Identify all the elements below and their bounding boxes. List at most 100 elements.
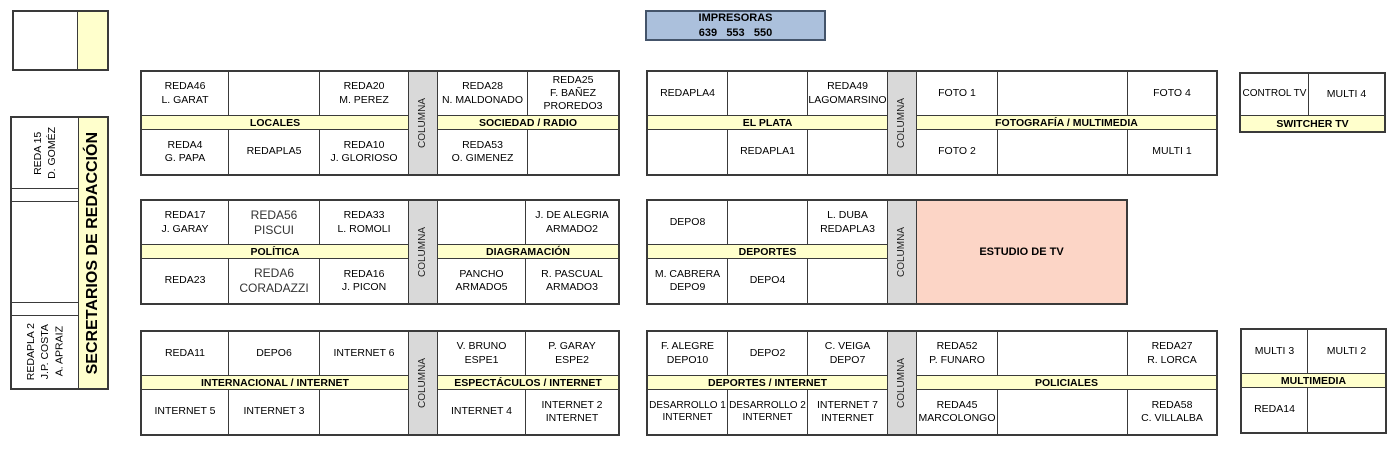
column-pillar: COLUMNA (409, 72, 437, 174)
section-sociedad-radio: REDA28 N. MALDONADO REDA25 F. BAÑEZ PROR… (438, 72, 618, 174)
desk-cell: DEPO8 (648, 201, 727, 244)
desk-cell: REDA 15 D. GOMÉZ (12, 118, 78, 188)
desk-cell: REDA49 LAGOMARSINO (808, 72, 887, 115)
column-pillar: COLUMNA (888, 332, 916, 434)
section-header-politica: POLÍTICA (142, 245, 408, 258)
desk-cell: MULTI 4 (1309, 74, 1384, 115)
desk-cell: REDA16 J. PICON (320, 259, 408, 303)
column-pillar-label: COLUMNA (896, 97, 908, 148)
desk-cell: MULTI 3 (1242, 330, 1307, 373)
group-elplata-fotografia: REDAPLA4 REDA49 LAGOMARSINO EL PLATA RED… (646, 70, 1218, 176)
desk-cell: REDA20 M. PEREZ (320, 72, 408, 115)
printers-numbers: 639 553 550 (698, 26, 773, 39)
desk-cell (1308, 388, 1385, 432)
group-deportes-estudio: DEPO8 L. DUBA REDAPLA3 DEPORTES M. CABRE… (646, 199, 1128, 305)
section-internacional-internet: REDA11 DEPO6 INTERNET 6 INTERNACIONAL / … (142, 332, 408, 434)
desk-cell: REDA6 CORADAZZI (229, 259, 319, 303)
desk-cell (438, 201, 525, 244)
section-header-diagramacion: DIAGRAMACIÓN (438, 245, 618, 258)
section-locales: REDA46 L. GARAT REDA20 M. PEREZ LOCALES … (142, 72, 408, 174)
desk-cell: REDA14 (1242, 388, 1307, 432)
desk-cell: REDA58 C. VILLALBA (1128, 390, 1216, 434)
section-deportes-internet: F. ALEGRE DEPO10 DEPO2 C. VEIGA DEPO7 DE… (648, 332, 887, 434)
desk-cell: REDA53 O. GIMENEZ (438, 130, 527, 174)
section-deportes: DEPO8 L. DUBA REDAPLA3 DEPORTES M. CABRE… (648, 201, 887, 303)
secretaries-band: SECRETARIOS DE REDACCIÓN (79, 118, 107, 388)
desk-cell: REDA56 PISCUI (229, 201, 319, 244)
column-pillar: COLUMNA (888, 72, 916, 174)
desk-cell: INTERNET 5 (142, 390, 228, 434)
desk-cell (808, 130, 887, 174)
group-locales-sociedad: REDA46 L. GARAT REDA20 M. PEREZ LOCALES … (140, 70, 620, 176)
desk-cell (12, 202, 78, 302)
desk-cell (998, 72, 1127, 115)
desk-cell: DEPO6 (229, 332, 319, 375)
desk-cell: REDA52 P. FUNARO (917, 332, 997, 375)
desk-cell: M. CABRERA DEPO9 (648, 259, 727, 303)
secretaries-sidebar: REDA 15 D. GOMÉZ REDAPLA 2 J.P. COSTA A.… (10, 116, 109, 390)
desk-cell: FOTO 4 (1128, 72, 1216, 115)
desk-cell: FOTO 1 (917, 72, 997, 115)
section-header-fotografia-multimedia: FOTOGRAFÍA / MULTIMEDIA (917, 116, 1216, 129)
desk-cell: REDAPLA 2 J.P. COSTA A. APRAIZ (12, 316, 78, 388)
section-header-multimedia: MULTIMEDIA (1242, 374, 1385, 387)
desk-cell: INTERNET 4 (438, 390, 525, 434)
desk-cell (12, 303, 78, 315)
desk-cell: REDA10 J. GLORIOSO (320, 130, 408, 174)
section-header-el-plata: EL PLATA (648, 116, 887, 129)
desk-cell (648, 130, 727, 174)
section-diagramacion: J. DE ALEGRIA ARMADO2 DIAGRAMACIÓN PANCH… (438, 201, 618, 303)
section-espectaculos-internet: V. BRUNO ESPE1 P. GARAY ESPE2 ESPECTÁCUL… (438, 332, 618, 434)
desk-cell: REDAPLA4 (648, 72, 727, 115)
column-pillar: COLUMNA (409, 201, 437, 303)
desk-cell: J. DE ALEGRIA ARMADO2 (526, 201, 618, 244)
desk-cell: REDA46 L. GARAT (142, 72, 228, 115)
desk-cell: REDA27 R. LORCA (1128, 332, 1216, 375)
column-pillar: COLUMNA (888, 201, 916, 303)
section-switcher-tv: CONTROL TV MULTI 4 SWITCHER TV (1241, 74, 1384, 131)
corner-box-white-cell (14, 12, 77, 69)
desk-cell: REDA4 G. PAPA (142, 130, 228, 174)
desk-cell: CONTROL TV (1241, 74, 1308, 115)
desk-cell: REDA45 MARCOLONGO (917, 390, 997, 434)
secretaries-band-label: SECRETARIOS DE REDACCIÓN (84, 131, 102, 375)
desk-cell (728, 72, 807, 115)
group-internacional-espectaculos: REDA11 DEPO6 INTERNET 6 INTERNACIONAL / … (140, 330, 620, 436)
desk-cell: INTERNET 2 INTERNET (526, 390, 618, 434)
desk-cell: L. DUBA REDAPLA3 (808, 201, 887, 244)
desk-cell: REDAPLA1 (728, 130, 807, 174)
column-pillar-label: COLUMNA (896, 357, 908, 408)
desk-cell (528, 130, 618, 174)
column-pillar-label: COLUMNA (417, 357, 429, 408)
desk-cell: DEPO2 (728, 332, 807, 375)
desk-cell: DESARROLLO 1 INTERNET (648, 390, 727, 434)
section-header-policiales: POLICIALES (917, 376, 1216, 389)
secretaries-desks: REDA 15 D. GOMÉZ REDAPLA 2 J.P. COSTA A.… (12, 118, 78, 388)
desk-cell (998, 390, 1127, 434)
group-multimedia: MULTI 3 MULTI 2 MULTIMEDIA REDA14 (1240, 328, 1387, 434)
desk-cell (12, 189, 78, 201)
desk-cell: INTERNET 6 (320, 332, 408, 375)
desk-cell: F. ALEGRE DEPO10 (648, 332, 727, 375)
section-header-locales: LOCALES (142, 116, 408, 129)
desk-cell: FOTO 2 (917, 130, 997, 174)
section-header-switcher-tv: SWITCHER TV (1241, 116, 1384, 131)
section-policiales: REDA52 P. FUNARO REDA27 R. LORCA POLICIA… (917, 332, 1216, 434)
desk-cell (998, 332, 1127, 375)
desk-label: REDAPLA 2 J.P. COSTA A. APRAIZ (24, 323, 66, 381)
desk-cell: C. VEIGA DEPO7 (808, 332, 887, 375)
section-el-plata: REDAPLA4 REDA49 LAGOMARSINO EL PLATA RED… (648, 72, 887, 174)
desk-cell: INTERNET 3 (229, 390, 319, 434)
desk-cell (808, 259, 887, 303)
desk-label: REDA 15 D. GOMÉZ (31, 127, 58, 179)
desk-cell: DEPO4 (728, 259, 807, 303)
desk-cell (998, 130, 1127, 174)
desk-cell: REDA23 (142, 259, 228, 303)
tv-studio: ESTUDIO DE TV (917, 201, 1126, 303)
column-pillar: COLUMNA (409, 332, 437, 434)
printers-box: IMPRESORAS 639 553 550 (645, 10, 826, 41)
group-politica-diagramacion: REDA17 J. GARAY REDA56 PISCUI REDA33 L. … (140, 199, 620, 305)
section-politica: REDA17 J. GARAY REDA56 PISCUI REDA33 L. … (142, 201, 408, 303)
printers-title: IMPRESORAS (698, 11, 773, 24)
